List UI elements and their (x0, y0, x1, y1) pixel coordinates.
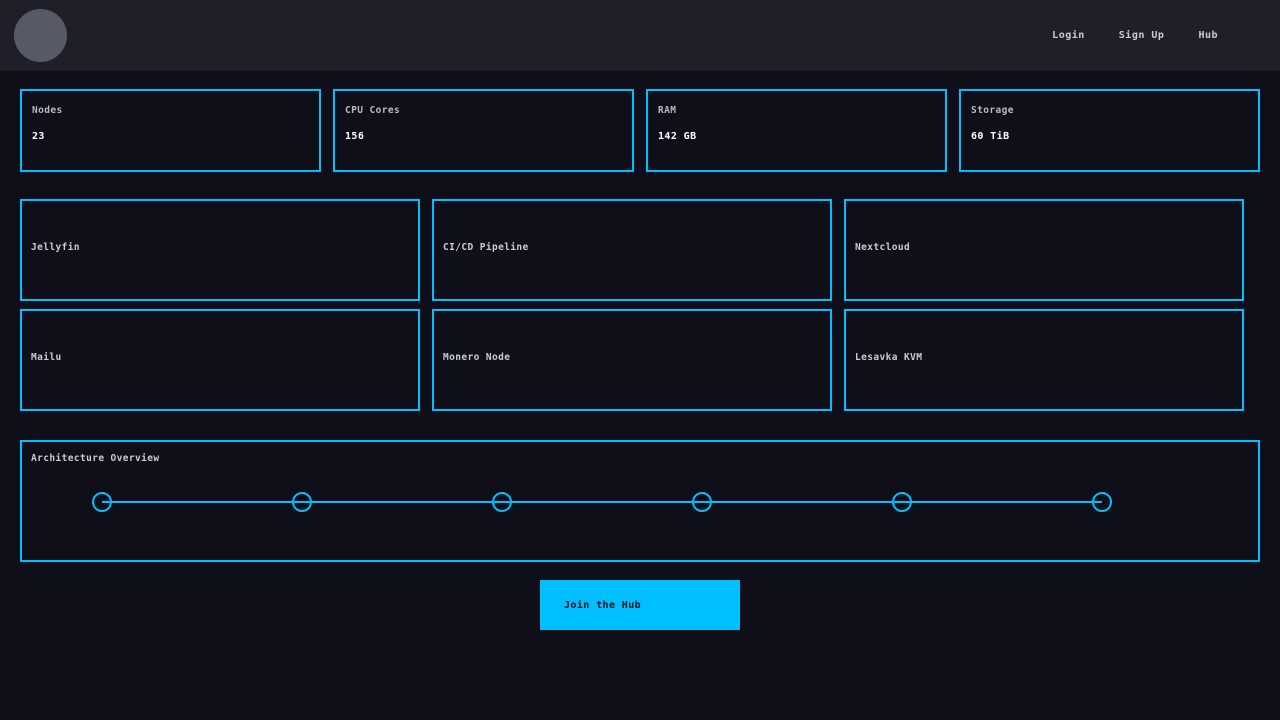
architecture-node-4[interactable] (692, 492, 712, 512)
architecture-node-1[interactable] (92, 492, 112, 512)
service-card-nextcloud[interactable]: Nextcloud (844, 199, 1244, 301)
architecture-node-3[interactable] (492, 492, 512, 512)
stat-label: Storage (971, 105, 1014, 116)
stat-value: 23 (32, 131, 45, 142)
architecture-diagram (92, 492, 1112, 512)
service-name: Nextcloud (855, 242, 911, 253)
stat-card-storage: Storage 60 TiB (959, 89, 1260, 172)
nav-link-login[interactable]: Login (1052, 30, 1085, 41)
stat-label: Nodes (32, 105, 63, 116)
service-name: Mailu (31, 352, 62, 363)
nav-link-hub[interactable]: Hub (1198, 30, 1218, 41)
architecture-panel: Architecture Overview (20, 440, 1260, 562)
service-name: Monero Node (443, 352, 511, 363)
architecture-node-2[interactable] (292, 492, 312, 512)
stat-card-ram: RAM 142 GB (646, 89, 947, 172)
stat-card-nodes: Nodes 23 (20, 89, 321, 172)
service-card-lesavka-kvm[interactable]: Lesavka KVM (844, 309, 1244, 411)
architecture-node-5[interactable] (892, 492, 912, 512)
stat-value: 156 (345, 131, 365, 142)
architecture-title: Architecture Overview (31, 453, 160, 464)
service-card-monero-node[interactable]: Monero Node (432, 309, 832, 411)
stat-label: CPU Cores (345, 105, 401, 116)
service-name: Jellyfin (31, 242, 80, 253)
stat-card-cpu-cores: CPU Cores 156 (333, 89, 634, 172)
cta-section: Join the Hub (0, 580, 1280, 630)
stat-value: 142 GB (658, 131, 697, 142)
stat-label: RAM (658, 105, 677, 116)
service-name: Lesavka KVM (855, 352, 923, 363)
service-card-cicd-pipeline[interactable]: CI/CD Pipeline (432, 199, 832, 301)
service-card-jellyfin[interactable]: Jellyfin (20, 199, 420, 301)
nav-link-sign-up[interactable]: Sign Up (1118, 30, 1165, 41)
avatar[interactable] (14, 9, 67, 62)
stat-value: 60 TiB (971, 131, 1010, 142)
stats-row: Nodes 23 CPU Cores 156 RAM 142 GB Storag… (20, 89, 1260, 172)
service-grid: Jellyfin CI/CD Pipeline Nextcloud Mailu … (20, 199, 1260, 411)
architecture-node-6[interactable] (1092, 492, 1112, 512)
site-header: Login Sign Up Hub (0, 0, 1280, 71)
service-card-mailu[interactable]: Mailu (20, 309, 420, 411)
service-name: CI/CD Pipeline (443, 242, 529, 253)
join-the-hub-button[interactable]: Join the Hub (540, 580, 740, 630)
main-nav: Login Sign Up Hub (1052, 30, 1218, 41)
